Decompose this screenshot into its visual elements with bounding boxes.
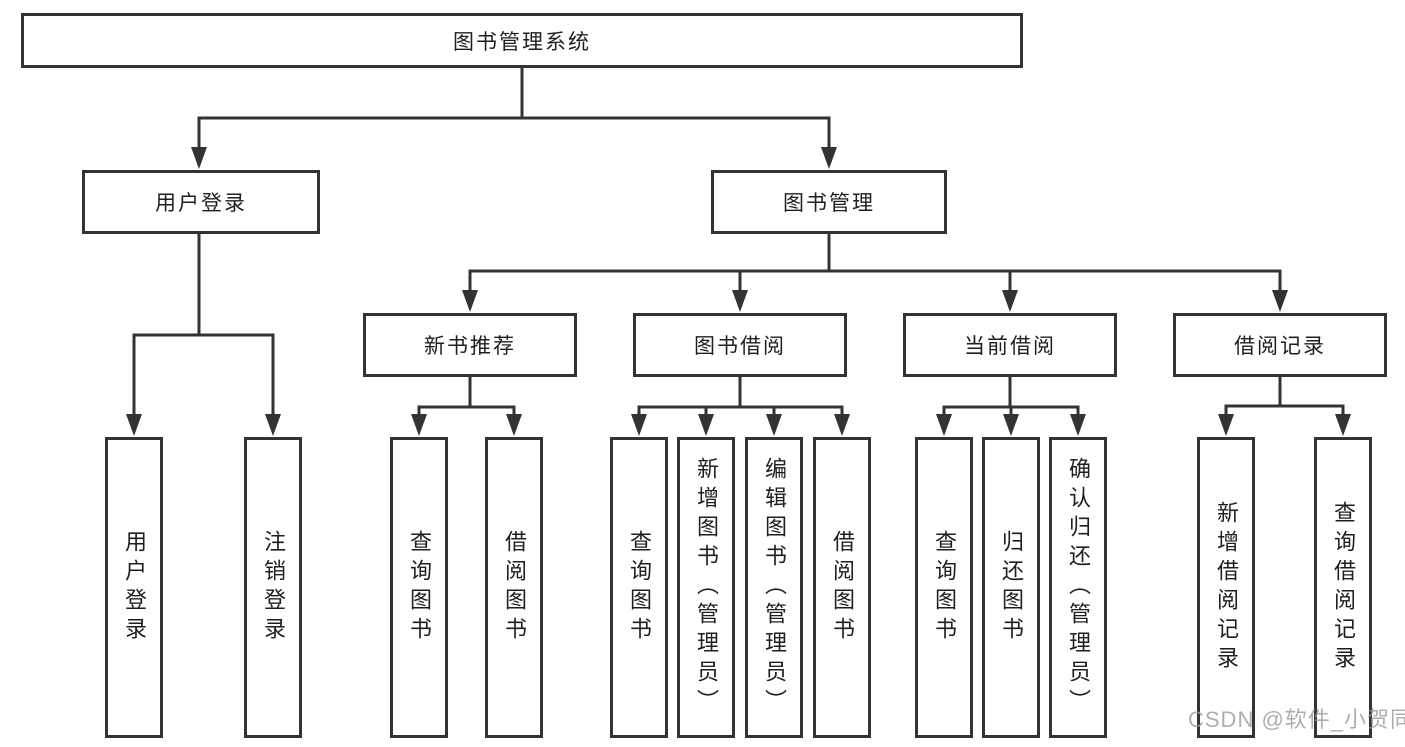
node-label: 查询图书 [627,529,652,646]
leaf-add-books-admin: 新增图书（管理员） [677,437,735,738]
node-label: 当前借阅 [964,335,1056,358]
node-book-borrowing: 图书借阅 [633,313,847,377]
leaf-add-borrow-record: 新增借阅记录 [1197,437,1255,738]
node-new-book-recommendation: 新书推荐 [363,313,577,377]
node-label: 归还图书 [999,529,1024,646]
node-user-login: 用户登录 [82,170,320,234]
node-label: 查询图书 [932,529,957,646]
csdn-watermark: CSDN @软件_小贺同学 [1188,707,1405,732]
leaf-search-books-recommend: 查询图书 [390,437,448,738]
node-label: 借阅图书 [830,529,855,646]
node-book-management: 图书管理 [711,170,947,234]
node-label: 新书推荐 [424,335,516,358]
node-label: 借阅记录 [1234,335,1326,358]
leaf-search-borrow-record: 查询借阅记录 [1314,437,1372,738]
leaf-search-books-current: 查询图书 [915,437,973,738]
node-label: 查询图书 [407,529,432,646]
node-label: 新增图书（管理员） [694,457,719,718]
node-label: 编辑图书（管理员） [762,457,787,718]
leaf-user-login: 用户登录 [105,437,163,738]
node-label: 用户登录 [122,529,147,646]
node-label: 图书管理系统 [453,30,591,54]
node-label: 新增借阅记录 [1214,500,1239,675]
leaf-confirm-return-admin: 确认归还（管理员） [1049,437,1107,738]
leaf-borrow-books-recommend: 借阅图书 [485,437,543,738]
node-label: 查询借阅记录 [1331,500,1356,675]
leaf-search-books-borrowing: 查询图书 [610,437,668,738]
node-current-borrowing: 当前借阅 [903,313,1117,377]
leaf-edit-books-admin: 编辑图书（管理员） [745,437,803,738]
leaf-borrow-books-borrowing: 借阅图书 [813,437,871,738]
node-label: 图书借阅 [694,335,786,358]
node-label: 注销登录 [261,529,286,646]
node-label: 确认归还（管理员） [1066,457,1091,718]
leaf-return-books: 归还图书 [982,437,1040,738]
node-borrowing-records: 借阅记录 [1173,313,1387,377]
leaf-logout: 注销登录 [244,437,302,738]
node-library-management-system: 图书管理系统 [21,13,1023,68]
node-label: 借阅图书 [502,529,527,646]
node-label: 图书管理 [783,192,875,215]
node-label: 用户登录 [155,192,247,215]
